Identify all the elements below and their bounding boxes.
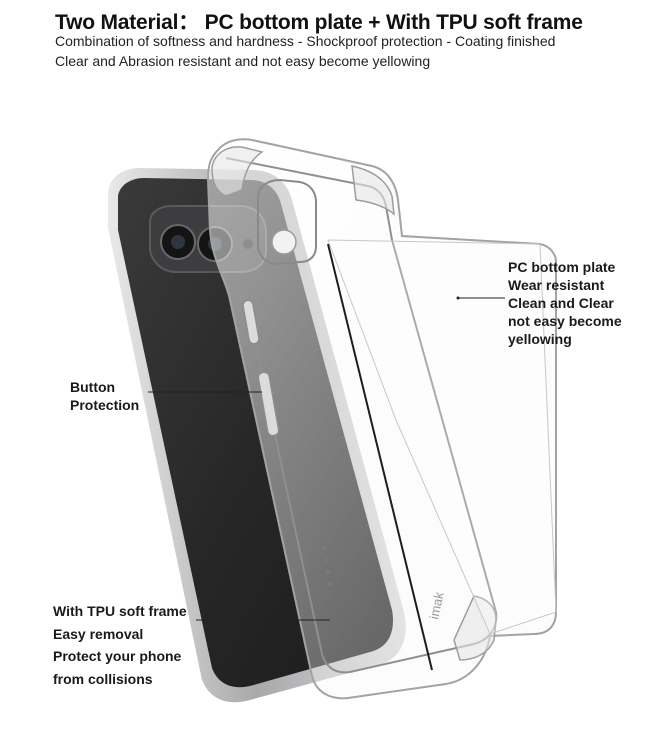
callout-tpu-frame: With TPU soft frame Easy removal Protect… xyxy=(53,600,187,690)
subtitle-features: Combination of softness and hardness - S… xyxy=(55,33,556,49)
pc-plate-edge xyxy=(327,243,433,671)
frame-dot xyxy=(324,558,328,562)
callout-line: yellowing xyxy=(508,331,572,347)
button-cover-volume xyxy=(257,371,280,437)
button-cover-power xyxy=(242,299,260,345)
frame-dot xyxy=(328,582,332,586)
subtitle-finish: Clear and Abrasion resistant and not eas… xyxy=(55,53,431,69)
camera-ring-icon xyxy=(271,229,297,255)
callout-line: from collisions xyxy=(53,670,153,687)
callout-line: Protection xyxy=(70,397,140,413)
callout-line: not easy become xyxy=(508,313,622,329)
page-title: Two Material： PC bottom plate + With TPU… xyxy=(55,11,583,34)
callout-line: Clean and Clear xyxy=(508,295,614,311)
camera-lens-inner xyxy=(171,235,185,249)
callout-line: Protect your phone xyxy=(53,648,182,664)
frame-dot xyxy=(326,570,330,574)
callout-pc-plate: PC bottom plate Wear resistant Clean and… xyxy=(508,258,622,348)
callout-line: With TPU soft frame xyxy=(53,603,187,619)
camera-cutout xyxy=(257,178,317,266)
clear-case: imak xyxy=(206,138,557,700)
callout-line: Wear resistant xyxy=(508,277,605,293)
callout-line: Button xyxy=(70,379,116,395)
callout-button-protection: Button Protection xyxy=(70,378,139,414)
leader-dot xyxy=(456,296,460,300)
callout-line: Easy removal xyxy=(53,625,144,642)
corner-bumper-top-left xyxy=(211,146,264,197)
case-brand-logo: imak xyxy=(426,590,446,620)
corner-bumper-top-right xyxy=(351,165,395,216)
frame-dot xyxy=(322,546,326,550)
pc-back-plate xyxy=(327,239,557,635)
callout-line: PC bottom plate xyxy=(508,259,616,275)
corner-bumper-bottom-right xyxy=(453,595,497,661)
